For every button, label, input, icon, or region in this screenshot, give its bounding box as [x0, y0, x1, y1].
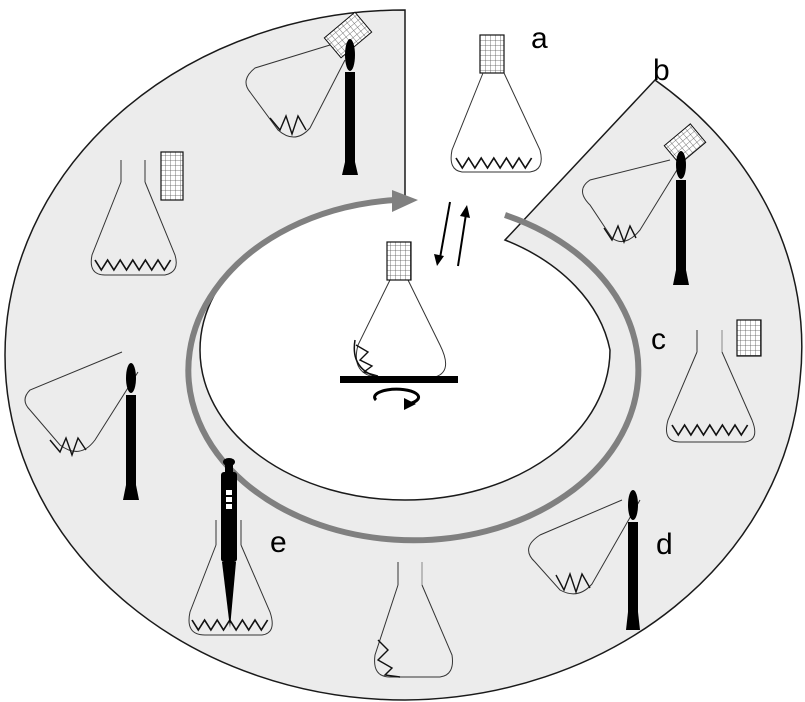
- label-d: d: [656, 528, 673, 561]
- burner-icon: [626, 490, 640, 630]
- flask-open-cap-aside: [90, 151, 184, 276]
- flask-capped-flame: [245, 11, 373, 175]
- flask-step-d: [528, 490, 641, 630]
- flask-step-c: [666, 319, 762, 443]
- center-shaker-flask: [340, 241, 458, 410]
- label-e: e: [270, 526, 287, 559]
- label-c: c: [651, 323, 666, 356]
- burner-icon: [342, 39, 358, 175]
- flask-step-b: [582, 123, 707, 285]
- burner-icon: [123, 363, 139, 500]
- label-b: b: [653, 54, 670, 87]
- process-ring: [4, 9, 803, 701]
- flask-step-e: [188, 458, 273, 636]
- cycle-arrow: [185, 190, 642, 544]
- burner-icon: [673, 151, 689, 285]
- exchange-arrows-icon: [434, 201, 470, 267]
- flask-left-flame: [24, 351, 139, 500]
- label-a: a: [531, 22, 548, 55]
- flask-liquid-corner: [374, 562, 453, 678]
- flask-step-a: [450, 34, 542, 173]
- pipette-icon: [221, 458, 237, 628]
